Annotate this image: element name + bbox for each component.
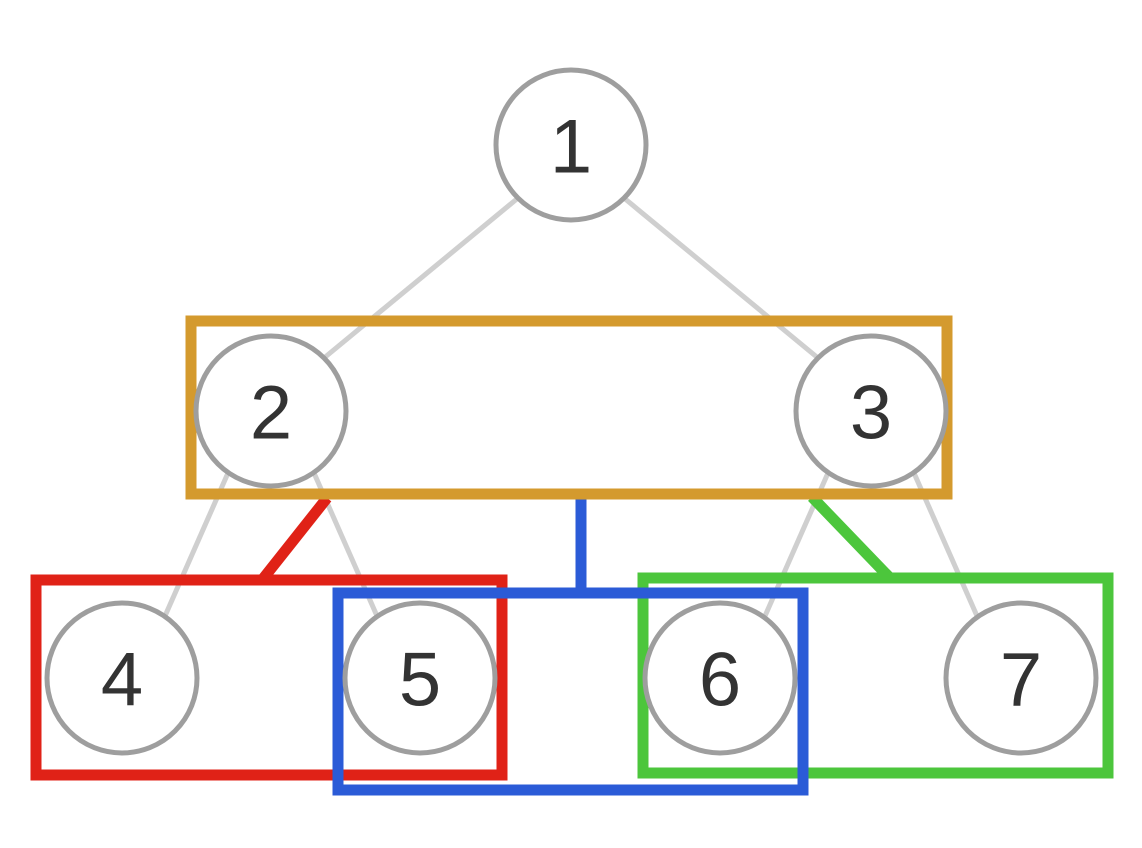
node-2-label: 2 — [250, 371, 292, 456]
node-7-circle[interactable] — [943, 600, 1099, 756]
node-2[interactable]: 2 — [193, 333, 349, 489]
node-5[interactable]: 5 — [342, 600, 498, 756]
node-6-circle[interactable] — [642, 600, 798, 756]
node-3[interactable]: 3 — [793, 333, 949, 489]
node-3-label: 3 — [850, 371, 892, 456]
tree-edge-1-2 — [322, 196, 520, 360]
node-4-circle[interactable] — [44, 600, 200, 756]
node-1[interactable]: 1 — [493, 67, 649, 223]
node-5-circle[interactable] — [342, 600, 498, 756]
group-rect-blue[interactable] — [332, 587, 809, 796]
node-1-label: 1 — [550, 105, 592, 190]
node-2-circle[interactable] — [193, 333, 349, 489]
tree-edge-1-3 — [622, 196, 820, 360]
node-4[interactable]: 4 — [44, 600, 200, 756]
nodes-layer: 1 2 3 4 5 6 7 — [44, 67, 1099, 756]
node-6-label: 6 — [699, 638, 741, 723]
node-6[interactable]: 6 — [642, 600, 798, 756]
group-connector-red — [257, 494, 332, 584]
node-4-label: 4 — [101, 638, 143, 723]
node-7-label: 7 — [1000, 638, 1042, 723]
node-1-circle[interactable] — [493, 67, 649, 223]
group-rect-red[interactable] — [30, 574, 508, 781]
group-connectors-layer — [257, 493, 894, 596]
node-3-circle[interactable] — [793, 333, 949, 489]
group-connector-green — [808, 493, 894, 582]
node-7[interactable]: 7 — [943, 600, 1099, 756]
node-5-label: 5 — [399, 638, 441, 723]
